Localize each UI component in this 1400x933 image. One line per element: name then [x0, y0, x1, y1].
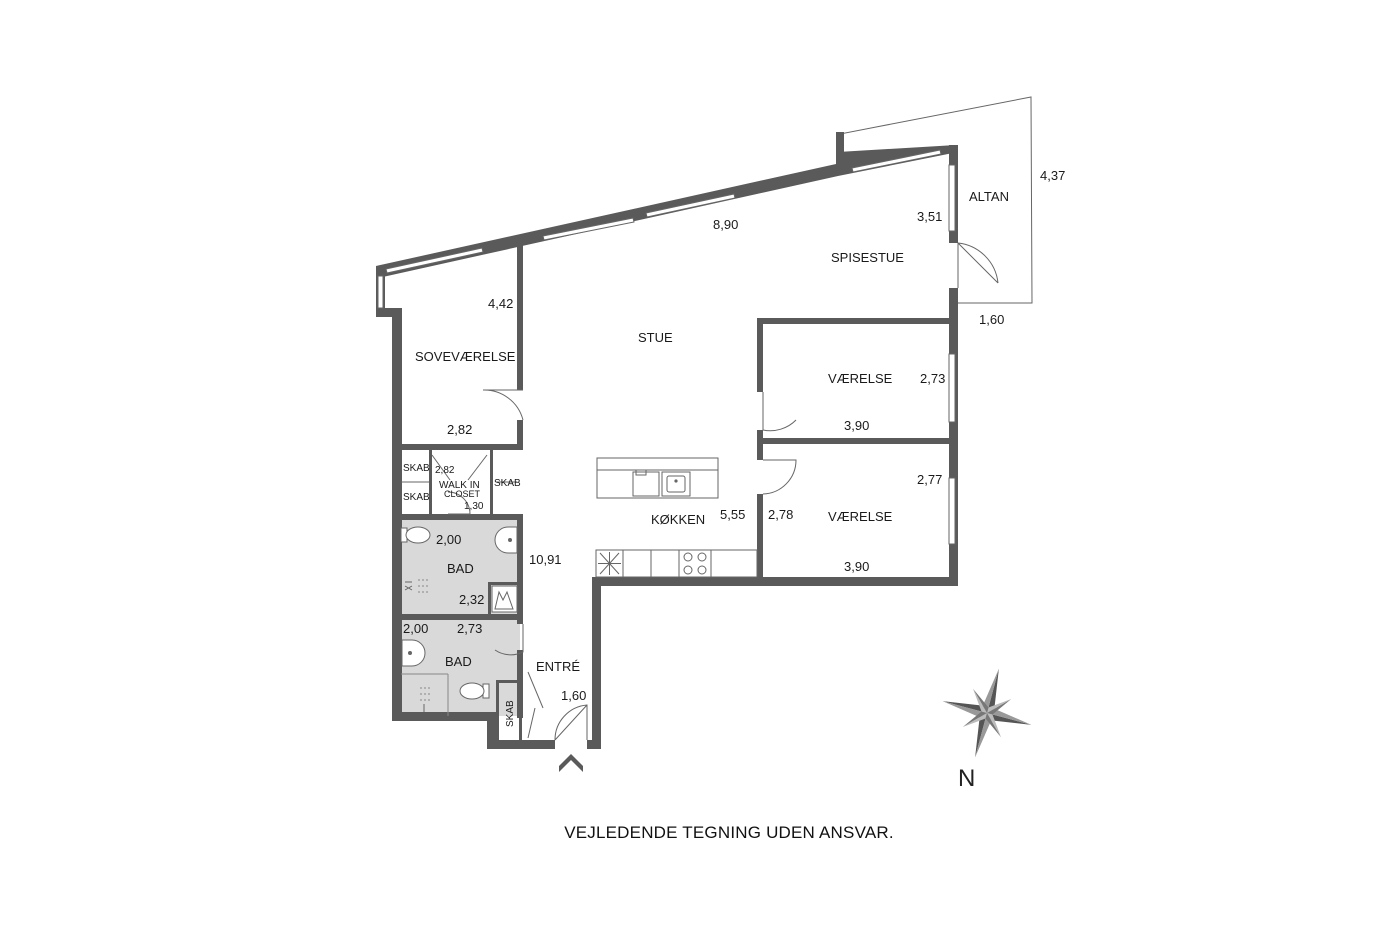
- interior-walls: [398, 242, 955, 742]
- dim-vaer1-width: 3,90: [844, 418, 869, 433]
- room-sovevaerelse: SOVEVÆRELSE: [415, 349, 516, 364]
- dim-hall-width: 2,78: [768, 507, 793, 522]
- dim-spisestue-width: 3,51: [917, 209, 942, 224]
- room-walk-in-1: WALK IN: [439, 480, 480, 491]
- dim-bad2-length: 2,73: [457, 621, 482, 636]
- room-vaerelse-2: VÆRELSE: [828, 509, 893, 524]
- room-koekken: KØKKEN: [651, 512, 705, 527]
- room-altan: ALTAN: [969, 189, 1009, 204]
- dim-altan-length: 4,37: [1040, 168, 1065, 183]
- dim-vaer2-width: 3,90: [844, 559, 869, 574]
- dim-sove-length: 4,42: [488, 296, 513, 311]
- dim-north-wall: 8,90: [713, 217, 738, 232]
- room-stue: STUE: [638, 330, 673, 345]
- room-skab-2: SKAB: [403, 492, 430, 503]
- dim-vaer1-depth: 2,73: [920, 371, 945, 386]
- bath-2-fixtures: [401, 639, 490, 716]
- doors: [431, 242, 999, 741]
- compass-rose-icon: [942, 668, 1032, 758]
- compass-north-label: N: [958, 765, 975, 792]
- windows: [377, 149, 956, 545]
- dim-bad1-width: 2,00: [436, 532, 461, 547]
- room-bad-2: BAD: [445, 654, 472, 669]
- dim-stue-length: 10,91: [529, 552, 562, 567]
- disclaimer-text: VEJLEDENDE TEGNING UDEN ANSVAR.: [564, 823, 894, 842]
- room-skab-4: SKAB: [505, 700, 516, 727]
- dim-vaer2-depth: 2,77: [917, 472, 942, 487]
- room-walk-in-2: CLOSET: [444, 489, 481, 499]
- room-skab-1: SKAB: [403, 463, 430, 474]
- room-spisestue: SPISESTUE: [831, 250, 904, 265]
- dim-sove-width: 2,82: [447, 422, 472, 437]
- room-labels: ALTAN SPISESTUE STUE SOVEVÆRELSE VÆRELSE…: [403, 189, 1009, 727]
- room-bad-1: BAD: [447, 561, 474, 576]
- kitchen-counter: [595, 549, 758, 578]
- dim-entre-width: 1,60: [561, 688, 586, 703]
- entry-arrow-icon: [559, 754, 583, 772]
- bath-1-fixtures: [400, 526, 518, 613]
- kitchen-island: [596, 457, 719, 499]
- dim-walkin-width: 2,82: [435, 465, 455, 476]
- dimension-labels: 4,37 1,60 3,51 8,90 4,42 2,82 2,82 1,30 …: [403, 168, 1065, 703]
- room-entre: ENTRÉ: [536, 659, 580, 674]
- dim-altan-width: 1,60: [979, 312, 1004, 327]
- room-skab-3: SKAB: [494, 478, 521, 489]
- dim-bad1-length: 2,32: [459, 592, 484, 607]
- dim-koekken-length: 5,55: [720, 507, 745, 522]
- room-vaerelse-1: VÆRELSE: [828, 371, 893, 386]
- dim-walkin-depth: 1,30: [464, 501, 484, 512]
- dim-bad2-width: 2,00: [403, 621, 428, 636]
